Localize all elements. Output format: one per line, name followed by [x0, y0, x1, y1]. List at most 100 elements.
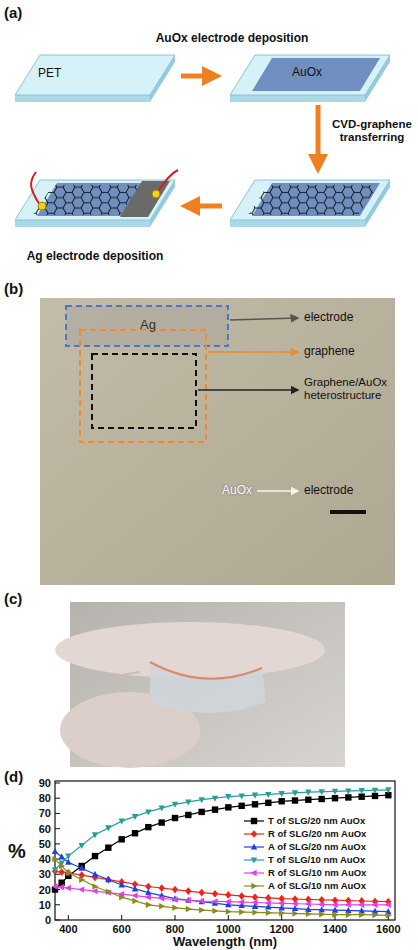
data-marker: [119, 819, 125, 825]
tick-label: 50: [39, 838, 51, 851]
data-marker: [332, 795, 338, 801]
tick-label: 600: [112, 923, 130, 936]
data-marker: [385, 787, 391, 793]
data-marker: [225, 899, 231, 905]
data-marker: [172, 815, 178, 821]
data-marker: [212, 908, 218, 914]
data-marker: [251, 857, 257, 863]
data-marker: [358, 794, 364, 800]
data-marker: [332, 912, 338, 918]
axis-tick: [55, 904, 60, 905]
tick-label: 10: [39, 898, 51, 911]
tick-label: 1200: [269, 923, 293, 936]
data-line: [55, 795, 388, 889]
data-marker: [198, 809, 204, 815]
step-label: CVD-graphene transferring: [328, 118, 416, 144]
data-marker: [52, 867, 58, 873]
data-marker: [199, 797, 205, 803]
axis-tick: [55, 920, 60, 921]
device-substrate: [15, 170, 178, 227]
pet-substrate: [15, 55, 175, 102]
axis-tick: [281, 915, 282, 920]
data-series: [52, 787, 392, 873]
auox-substrate: [230, 55, 390, 102]
data-marker: [212, 890, 218, 898]
legend-text: A of SLG/10 nm AuOx: [268, 879, 366, 892]
legend-sample: [243, 855, 265, 865]
legend-sample: [243, 816, 265, 826]
tick-label: 60: [39, 822, 51, 835]
data-marker: [158, 895, 164, 901]
data-marker: [278, 798, 284, 804]
tick-label: 800: [166, 923, 184, 936]
tick-label: 0: [45, 914, 51, 927]
data-marker: [159, 903, 165, 909]
data-marker: [278, 900, 284, 906]
data-marker: [105, 876, 111, 882]
axis-title: %: [8, 840, 26, 863]
callout-label: graphene: [304, 345, 355, 359]
data-marker: [292, 910, 298, 916]
data-marker: [52, 856, 58, 862]
region-label: AuOx: [222, 484, 252, 498]
data-marker: [185, 897, 191, 903]
tick-label: 40: [39, 853, 51, 866]
data-marker: [212, 796, 218, 802]
data-marker: [105, 876, 111, 884]
data-marker: [52, 867, 58, 875]
data-marker: [345, 794, 351, 800]
data-marker: [385, 902, 391, 908]
layer-label: AuOx: [292, 66, 322, 80]
data-marker: [372, 902, 378, 908]
tick-label: 400: [59, 923, 77, 936]
data-marker: [92, 832, 98, 838]
graphene-substrate: [230, 180, 390, 227]
data-marker: [212, 898, 218, 904]
data-marker: [119, 894, 125, 900]
data-marker: [132, 898, 138, 904]
data-marker: [185, 800, 191, 806]
data-marker: [65, 869, 71, 877]
step-label: Ag electrode deposition: [27, 250, 164, 264]
data-marker: [52, 848, 58, 854]
legend-row: T of SLG/20 nm AuOx: [243, 814, 393, 827]
process-arrow: [316, 105, 321, 164]
axis-tick: [68, 915, 69, 920]
data-marker: [305, 901, 311, 907]
data-marker: [66, 870, 72, 876]
data-marker: [92, 883, 98, 889]
data-marker: [226, 908, 232, 914]
data-marker: [265, 900, 271, 906]
process-arrow: [190, 204, 222, 209]
data-marker: [198, 898, 204, 904]
data-marker: [239, 793, 245, 799]
legend-box: T of SLG/20 nm AuOxR of SLG/20 nm AuOxA …: [243, 812, 393, 894]
data-marker: [359, 788, 365, 794]
data-marker: [65, 885, 71, 891]
data-marker: [345, 788, 351, 794]
axis-tick: [175, 915, 176, 920]
data-marker: [92, 871, 98, 877]
data-marker: [145, 894, 151, 900]
data-marker: [372, 788, 378, 794]
callout-label: Graphene/AuOx heterostructure: [304, 376, 416, 402]
data-marker: [59, 868, 65, 876]
data-marker: [199, 889, 205, 897]
data-marker: [106, 889, 112, 895]
tick-label: 30: [39, 868, 51, 881]
data-marker: [58, 884, 64, 890]
data-marker: [305, 797, 311, 803]
tick-label: 1400: [323, 923, 347, 936]
axis-title: Wavelength (nm): [173, 935, 277, 950]
data-marker: [52, 883, 58, 889]
data-line: [55, 859, 388, 915]
region-label: Ag: [140, 318, 156, 333]
tick-label: 20: [39, 883, 51, 896]
data-marker: [145, 809, 151, 815]
data-series: [52, 848, 392, 914]
layer-label: PET: [38, 67, 61, 81]
data-marker: [252, 793, 258, 799]
data-marker: [279, 910, 285, 917]
data-marker: [79, 877, 85, 883]
